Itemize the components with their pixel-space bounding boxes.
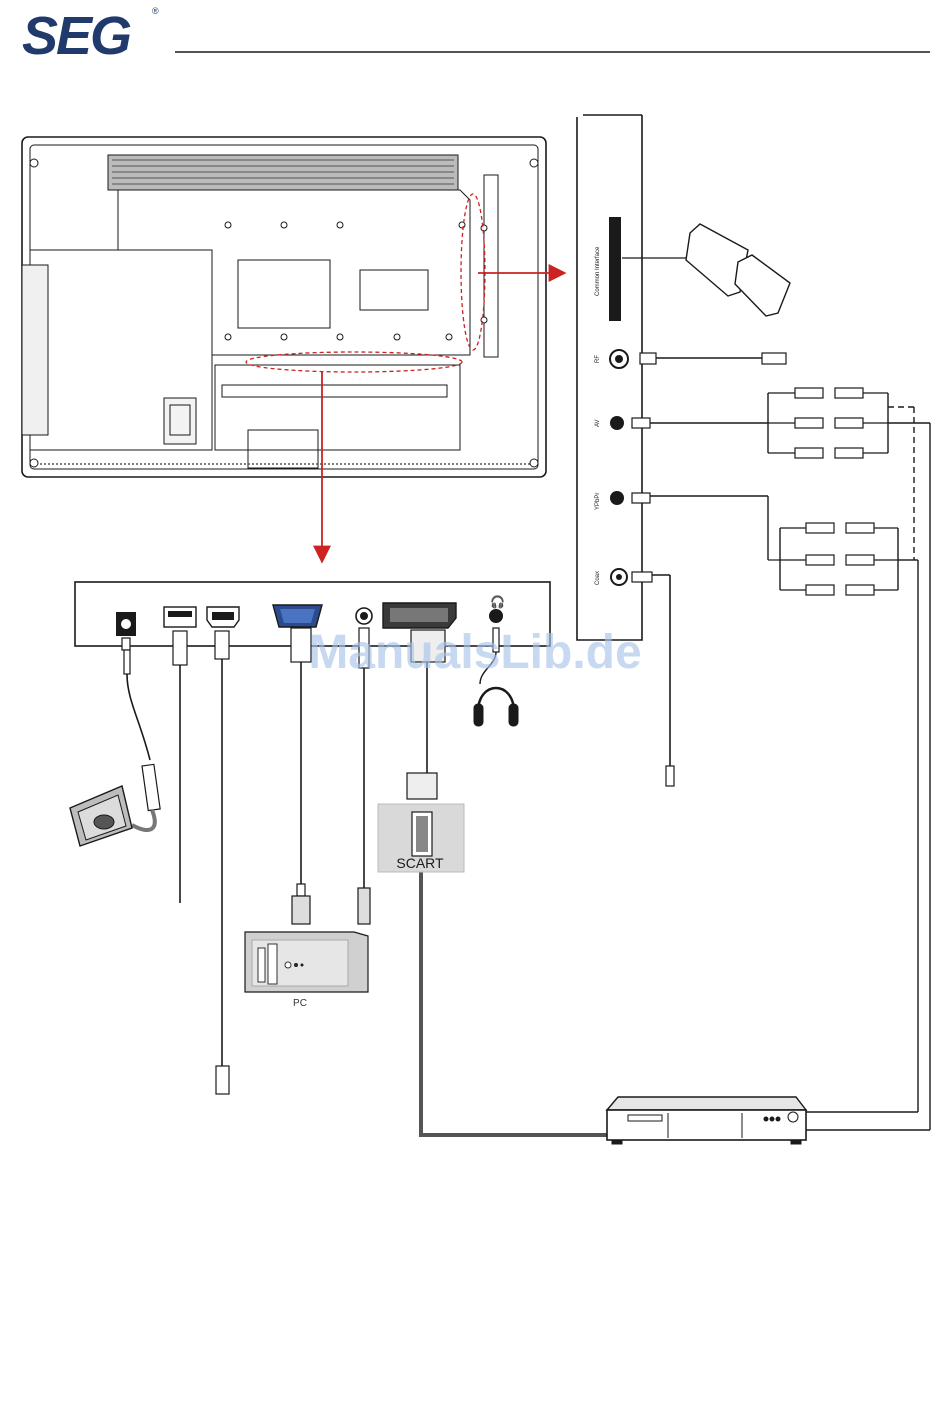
ypbpr-cable (632, 407, 914, 595)
power-cable (122, 638, 160, 830)
hdmi-cable (215, 631, 229, 1094)
rf-cable (640, 353, 786, 364)
pc-label: PC (293, 998, 307, 1009)
rf-label: RF (595, 355, 601, 363)
side-connector-panel: Common Interface RF AV YPbPr Coax (577, 115, 642, 640)
scart-cable (407, 630, 608, 1135)
av-port (610, 416, 624, 430)
ci-label: Common Interface (595, 246, 601, 296)
av-label: AV (595, 419, 601, 427)
ypbpr-label: YPbPr (595, 493, 601, 510)
dvd-player-icon (607, 1097, 806, 1144)
tv-back-view (22, 137, 546, 477)
ci-slot (609, 217, 621, 321)
headphone-port (489, 609, 503, 623)
coax-cable (632, 572, 674, 786)
brand-logo: SEG (22, 6, 131, 66)
header: SEG ® (22, 6, 930, 66)
av-cable (632, 388, 930, 458)
watermark: ManualsLib.de (308, 626, 641, 679)
desktop-pc-icon (245, 932, 368, 992)
coax-label: Coax (595, 571, 601, 585)
ypbpr-port (610, 491, 624, 505)
registered-mark: ® (152, 6, 159, 16)
headphone-symbol: 🎧 (490, 595, 505, 609)
scart-label: SCART (396, 855, 444, 871)
ci-module-card-icon (622, 224, 790, 316)
power-outlet-icon (70, 786, 132, 846)
scart-connector-box: SCART (378, 804, 464, 872)
usb-cable (173, 631, 187, 903)
